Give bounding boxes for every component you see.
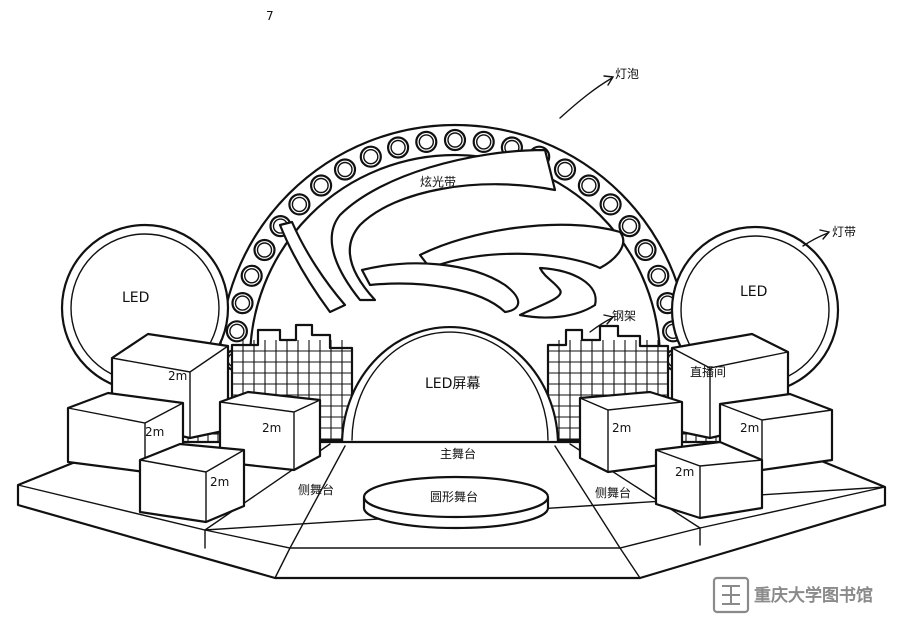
round-stage: [362, 475, 550, 530]
box-2m-a-label: 2m: [168, 369, 187, 383]
box-2m-c-label: 2m: [262, 421, 281, 435]
light-ribbons: [278, 148, 625, 319]
steel-frame-label: 钢架: [612, 309, 636, 323]
box-2m-e-label: 2m: [612, 421, 631, 435]
side-stage-left-label: 侧舞台: [298, 482, 334, 497]
live-room-label: 直播间: [690, 365, 726, 379]
bulb-label: 灯泡: [615, 67, 639, 81]
box-left-front: [138, 442, 246, 524]
annotation-arrows: [559, 75, 831, 333]
watermark-text: 重庆大学图书馆: [754, 585, 873, 606]
side-stage-right-label: 侧舞台: [595, 485, 631, 500]
library-logo-icon: [712, 576, 750, 614]
box-2m-g-label: 2m: [675, 465, 694, 479]
bulb-arch: [218, 123, 692, 372]
box-2m-b-label: 2m: [145, 425, 164, 439]
led-screen-label: LED屏幕: [425, 376, 480, 392]
light-strip-label: 炫光带: [420, 174, 456, 189]
main-stage-label: 主舞台: [440, 446, 476, 461]
led-right-label: LED: [740, 284, 767, 300]
led-dome-screen: [340, 325, 560, 447]
led-left-label: LED: [122, 290, 149, 306]
box-2m-f-label: 2m: [740, 421, 759, 435]
box-right-front: [654, 440, 764, 520]
library-watermark: 重庆大学图书馆: [712, 576, 873, 614]
round-stage-label: 圆形舞台: [430, 489, 478, 504]
corner-mark: 7: [266, 9, 274, 23]
light-band-label: 灯带: [832, 225, 856, 239]
boxes: [66, 332, 834, 524]
box-2m-d-label: 2m: [210, 475, 229, 489]
